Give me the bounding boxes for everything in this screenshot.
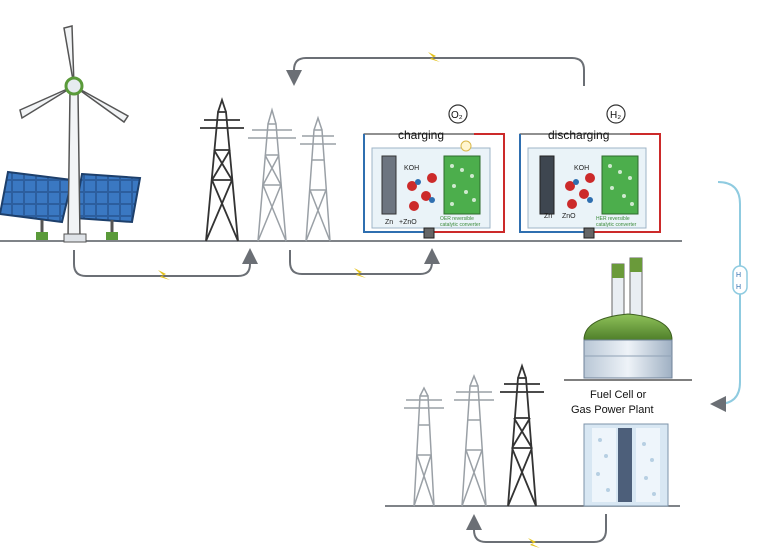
pipe-h-label-2: H [736,284,741,291]
lightning-bolt-icon [158,270,170,280]
solar-panel-icon [0,170,74,240]
lightning-bolt-icon [354,268,366,278]
pylon-icon [300,115,336,242]
discharging-label: discharging [548,128,609,142]
plant-label-line2: Gas Power Plant [571,404,654,416]
oer-label-line1: OER reversible [440,216,474,222]
lightning-bolt-icon [528,538,540,548]
pylon-icon [200,97,244,242]
pylon-icon [404,386,444,507]
plant-icon [564,257,692,507]
gas-bubble-icon [448,104,468,124]
oer-label-line2: catalytic converter [440,222,481,228]
gas-bubble-icon [606,104,626,124]
zn-label-right: Zn [544,213,552,220]
pylon-icon [248,107,296,242]
koh-label-left: KOH [404,165,419,172]
pipe-h-label-1: H [736,272,741,279]
wind-turbine-icon [19,25,130,243]
charging-cell [363,133,505,239]
her-label-line1: HER reversible [596,216,630,222]
her-label-line2: catalytic converter [596,222,637,228]
zn-label-left: Zn [385,219,393,226]
h2-label: H₂ [610,110,621,121]
arrow-plant-to-grid [466,514,607,543]
top-return-arrow [286,57,585,86]
koh-label-right: KOH [574,165,589,172]
arrow-grid-to-battery [289,248,440,275]
solar-panel-icon [72,172,142,240]
zno-label-right: ZnO [562,213,576,220]
o2-label: O₂ [451,110,463,121]
plant-label-line1: Fuel Cell or [590,389,647,401]
zno-label-left: +ZnO [399,219,417,226]
hydrogen-pipe-badge [732,265,748,295]
discharging-cell [519,133,661,239]
charging-label: charging [398,128,444,142]
lightning-bolt-icon [428,52,440,62]
pylon-icon [500,363,544,507]
pylon-icon [454,373,494,507]
